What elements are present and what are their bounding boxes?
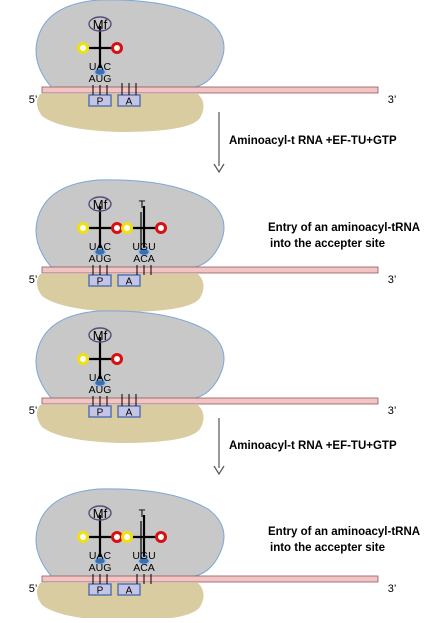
anticodon-loop-icon [93,378,107,388]
a-site-label: A [126,586,133,597]
small-subunit [36,405,204,443]
small-subunit [36,274,204,312]
red-loop-icon [155,531,167,543]
three-prime-end: 3’ [388,94,397,106]
five-prime-end: 5’ [29,94,38,106]
a-codon-label: ACA [133,562,155,574]
fmet-label: Mf [93,197,108,212]
p-anticodon-label: UAC [89,550,112,562]
small-subunit [36,94,204,132]
large-subunit [35,310,225,400]
step-2-label: Aminoacyl-t RNA +EF-TU+GTP [229,440,397,452]
step-2-arrow-head-icon [213,465,225,476]
yellow-loop-icon [77,222,89,234]
yellow-loop-icon [77,42,89,54]
fmet-label: Mf [93,328,108,343]
red-loop-icon [111,42,123,54]
a-site-label: A [126,97,133,108]
p-anticodon-label: UAC [89,61,112,73]
large-subunit [35,0,225,89]
fmet-label: Mf [93,17,108,32]
red-loop-icon [111,531,123,543]
anticodon-loop-icon [93,556,107,566]
entry-note-1-line1: Entry of an aminoacyl-tRNA [268,222,421,234]
three-prime-end: 3’ [388,583,397,595]
p-site-label: P [97,586,104,597]
entry-note-2-line1: Entry of an aminoacyl-tRNA [268,526,421,538]
entry-note-1: Entry of an aminoacyl-tRNA into the acce… [268,220,420,252]
three-prime-end: 3’ [388,274,397,286]
amino-acid-label: T [139,508,146,520]
mrna-strand [41,575,379,583]
mrna-strand [41,86,379,94]
entry-note-1-line2: into the accepter site [270,238,386,250]
a-anticodon-label: UGU [132,550,155,562]
five-prime-end: 5’ [29,405,38,417]
p-site-label: P [97,97,104,108]
yellow-loop-icon [121,531,133,543]
fmet-label: Mf [93,506,108,521]
yellow-loop-icon [77,531,89,543]
anticodon-loop-icon [137,556,151,566]
a-codon-label: ACA [133,253,155,265]
a-site-label: A [126,277,133,288]
p-site-label: P [97,277,104,288]
a-site-label: A [126,408,133,419]
anticodon-loop-icon [93,247,107,257]
step-1-arrow-head-icon [213,163,225,174]
yellow-loop-icon [77,353,89,365]
mrna-strand [41,397,379,405]
p-codon-label: AUG [89,73,112,85]
p-anticodon-label: UAC [89,372,112,384]
p-codon-label: AUG [89,384,112,396]
p-codon-label: AUG [89,562,112,574]
red-loop-icon [111,222,123,234]
five-prime-end: 5’ [29,274,38,286]
amino-acid-label: T [139,199,146,211]
a-site-box [117,274,141,287]
p-site-label: P [97,408,104,419]
anticodon-loop-icon [137,247,151,257]
entry-note-2: Entry of an aminoacyl-tRNA into the acce… [268,524,420,556]
p-codon-label: AUG [89,253,112,265]
fmet-circle [88,327,112,343]
step-1-label: Aminoacyl-t RNA +EF-TU+GTP [229,135,397,147]
a-anticodon-label: UGU [132,241,155,253]
anticodon-loop-icon [93,67,107,77]
red-loop-icon [155,222,167,234]
p-anticodon-label: UAC [89,241,112,253]
entry-note-2-line2: into the accepter site [270,542,386,554]
mrna-strand [41,266,379,274]
red-loop-icon [111,353,123,365]
five-prime-end: 5’ [29,583,38,595]
fmet-circle [88,196,112,212]
fmet-circle [88,16,112,32]
a-site-box [117,583,141,596]
fmet-circle [88,505,112,521]
small-subunit [36,583,204,621]
yellow-loop-icon [121,222,133,234]
three-prime-end: 3’ [388,405,397,417]
